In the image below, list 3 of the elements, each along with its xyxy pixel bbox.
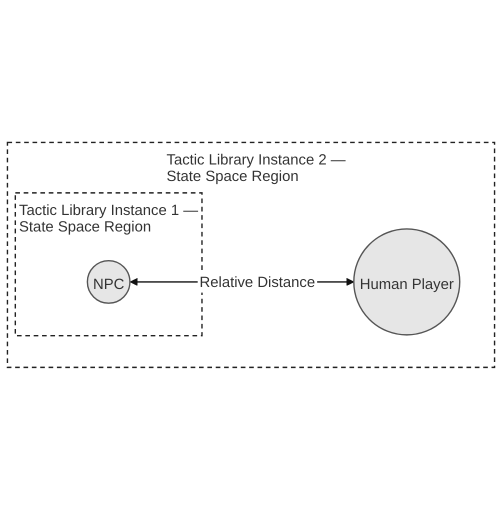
node-circle: NPC	[86, 260, 131, 304]
edge-label: Relative Distance	[200, 275, 316, 292]
node-circle: Human Player	[353, 228, 460, 336]
